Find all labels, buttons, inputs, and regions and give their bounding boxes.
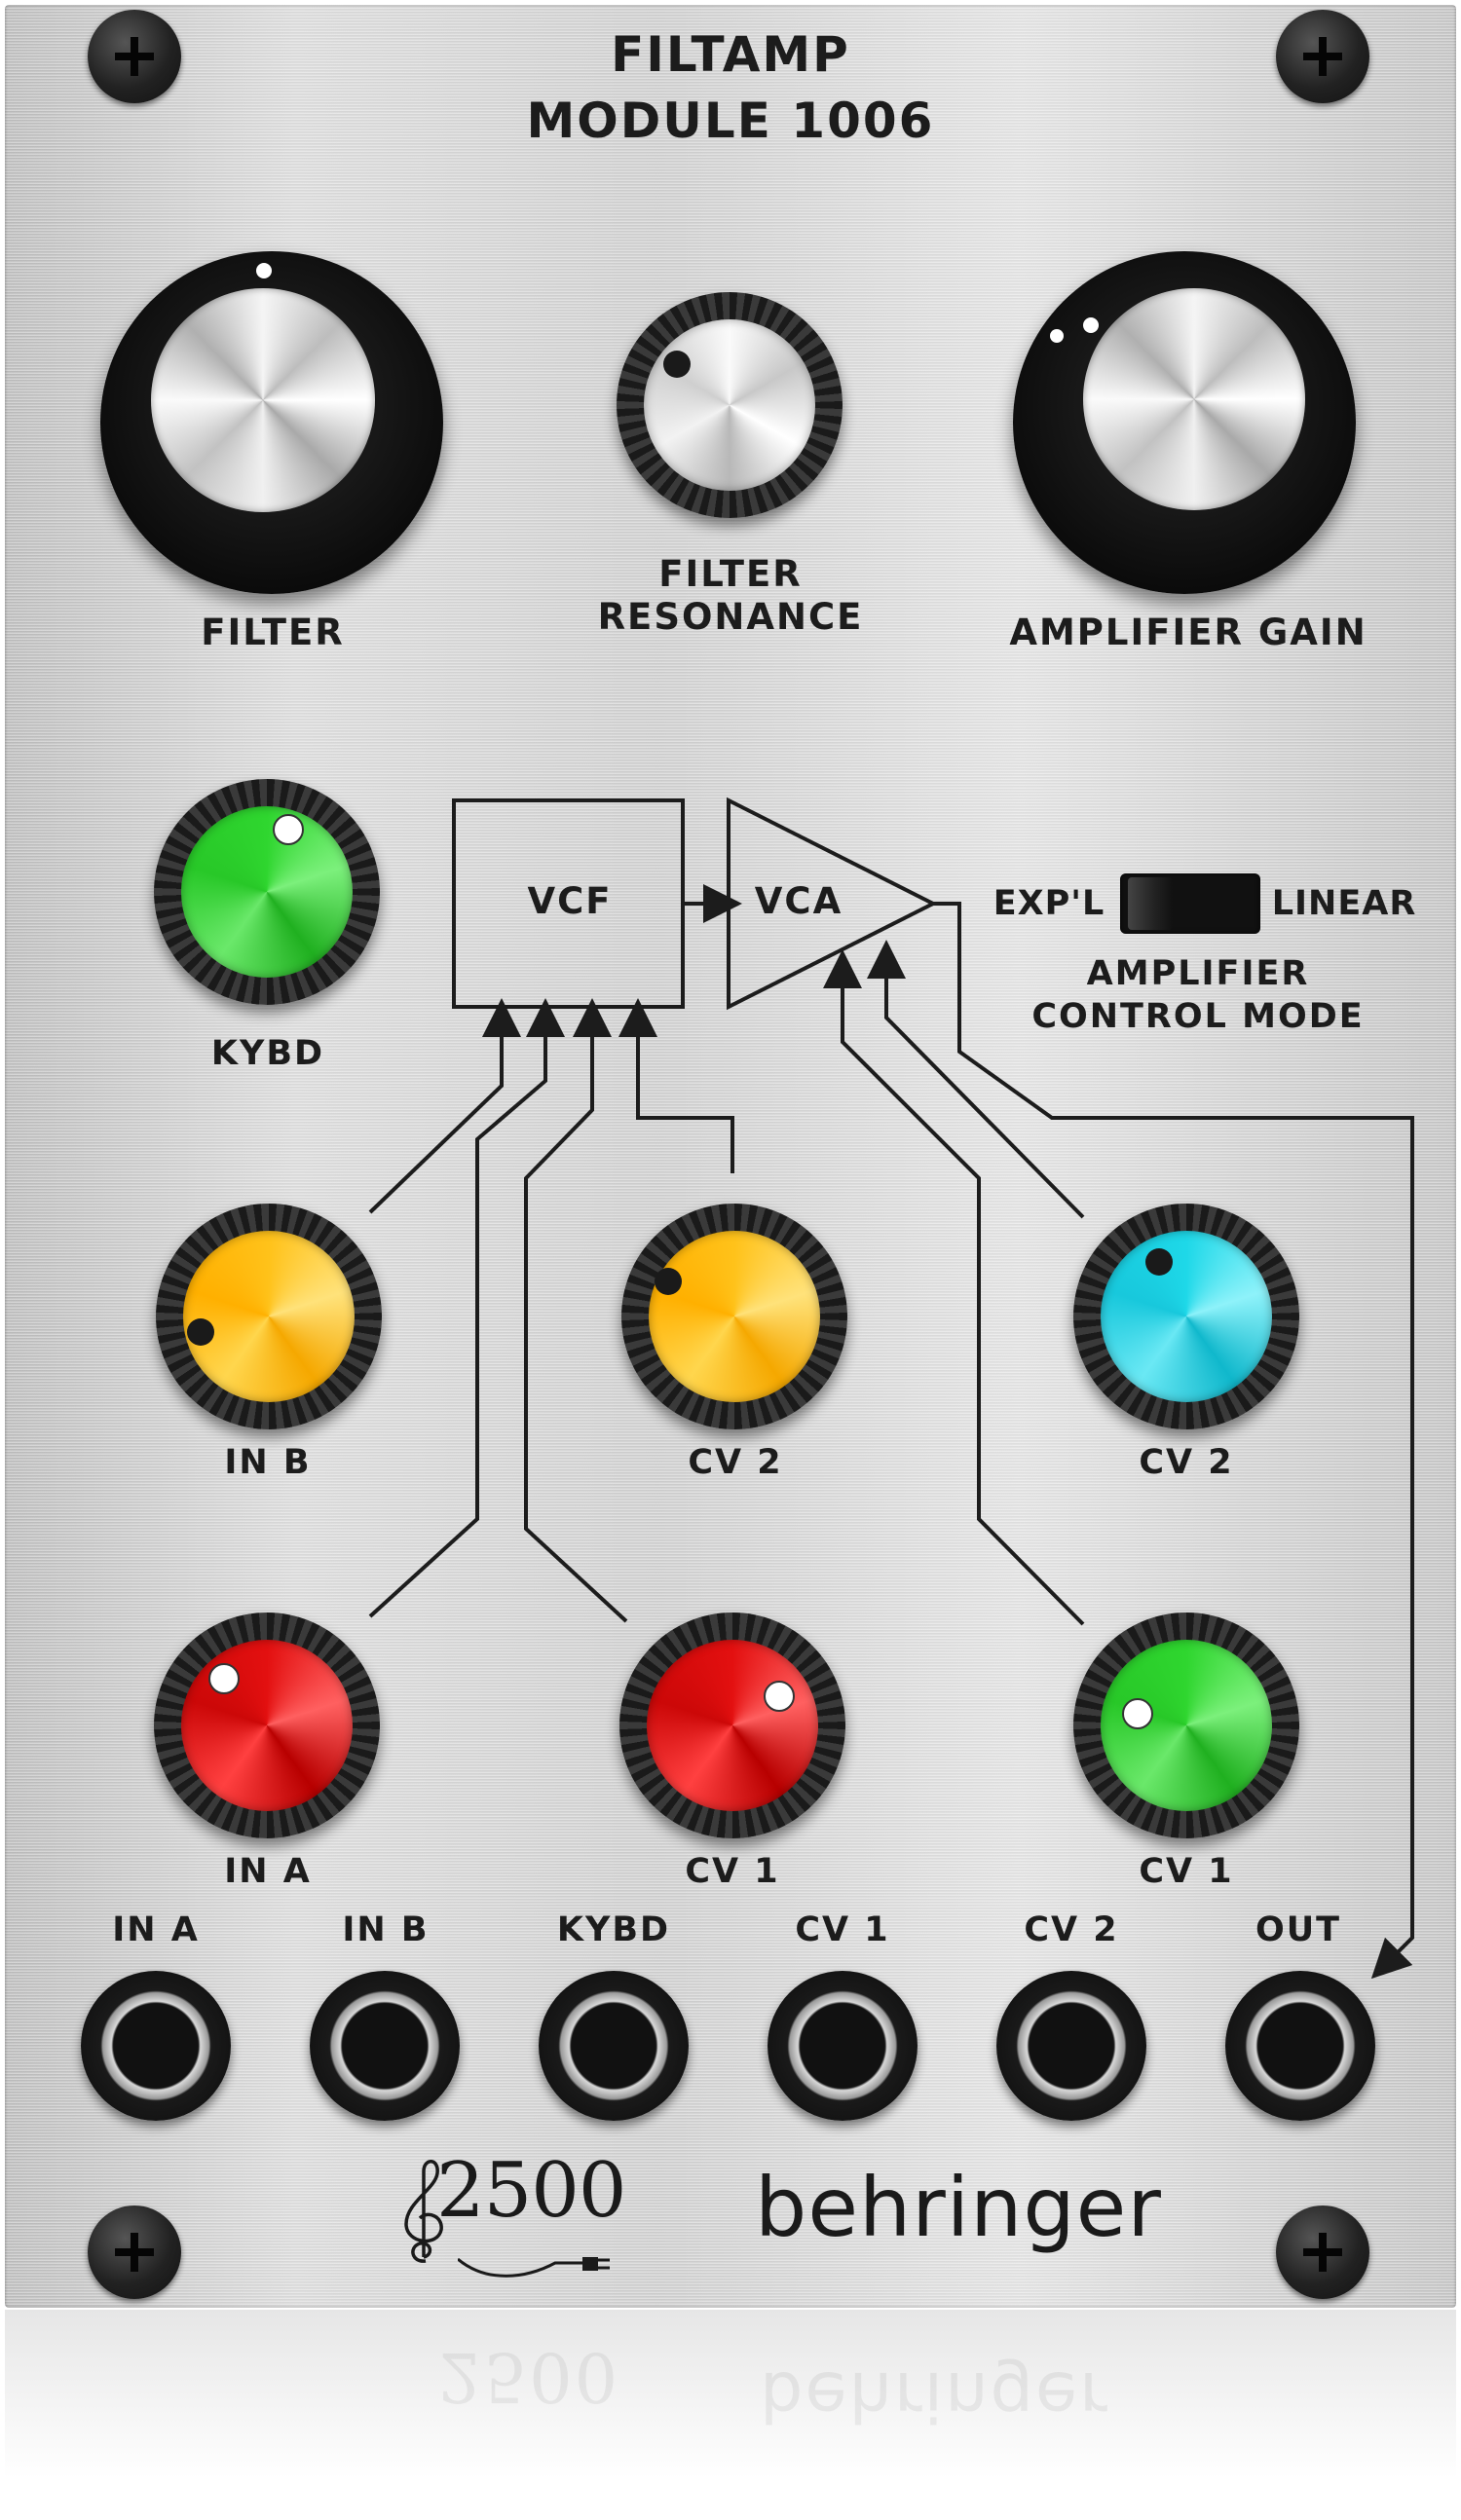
- cv1-amp-knob-label: CV 1: [1139, 1852, 1234, 1891]
- screw-bottom-left: [88, 2205, 181, 2299]
- kybd-knob-label: KYBD: [210, 1034, 325, 1073]
- filter-knob[interactable]: [100, 251, 443, 594]
- filter-resonance-knob[interactable]: [617, 292, 843, 518]
- filter-resonance-label: FILTER RESONANCE: [545, 553, 916, 639]
- switch-lever[interactable]: [1128, 877, 1173, 930]
- in-a-knob[interactable]: [154, 1612, 380, 1838]
- switch-title-2: CONTROL MODE: [1031, 997, 1365, 1036]
- cv2-amp-knob-label: CV 2: [1139, 1443, 1234, 1482]
- amplifier-gain-label: AMPLIFIER GAIN: [1009, 611, 1367, 653]
- jack-out[interactable]: [1225, 1971, 1375, 2121]
- jack-label-in-b: IN B: [342, 1910, 430, 1949]
- cv2-amp-knob[interactable]: [1073, 1204, 1299, 1429]
- switch-title-1: AMPLIFIER: [1086, 954, 1310, 993]
- screw-bottom-right: [1276, 2205, 1369, 2299]
- jack-in-a[interactable]: [81, 1971, 231, 2121]
- cable-plug-icon: [458, 2257, 610, 2278]
- jack-cv1[interactable]: [768, 1971, 918, 2121]
- vcf-label: VCF: [527, 880, 613, 922]
- cv2-filter-knob-label: CV 2: [688, 1443, 783, 1482]
- filter-label: FILTER: [201, 611, 345, 653]
- reflection-series: 2500: [438, 2337, 620, 2417]
- jack-label-out: OUT: [1255, 1910, 1342, 1949]
- title-line-1: FILTAMP: [611, 26, 850, 83]
- title-line-2: MODULE 1006: [526, 93, 935, 149]
- cv1-amp-knob[interactable]: [1073, 1612, 1299, 1838]
- switch-left-label: EXP'L: [993, 884, 1105, 923]
- jack-cv2[interactable]: [996, 1971, 1146, 2121]
- screw-top-right: [1276, 10, 1369, 103]
- switch-title: AMPLIFIER CONTROL MODE: [1003, 952, 1393, 1038]
- amplifier-control-mode-switch[interactable]: [1120, 873, 1260, 934]
- vca-label: VCA: [754, 880, 843, 922]
- jack-label-kybd: KYBD: [556, 1910, 671, 1949]
- module-title: FILTAMP MODULE 1006: [438, 21, 1023, 154]
- jack-kybd[interactable]: [539, 1971, 689, 2121]
- reflection-maker: behringer: [760, 2356, 1109, 2436]
- behringer-logo: behringer: [755, 2160, 1162, 2255]
- series-logo: 2500: [436, 2147, 627, 2235]
- amplifier-gain-knob[interactable]: [1013, 251, 1356, 594]
- in-b-knob[interactable]: [156, 1204, 382, 1429]
- panel-reflection: [5, 2310, 1456, 2520]
- jack-label-in-a: IN A: [112, 1910, 200, 1949]
- filter-resonance-label-2: RESONANCE: [597, 596, 864, 638]
- cv1-filter-knob[interactable]: [619, 1612, 845, 1838]
- jack-label-cv2: CV 2: [1024, 1910, 1119, 1949]
- switch-right-label: LINEAR: [1271, 884, 1417, 923]
- screw-top-left: [88, 10, 181, 103]
- in-b-knob-label: IN B: [224, 1443, 312, 1482]
- jack-label-cv1: CV 1: [795, 1910, 890, 1949]
- kybd-knob[interactable]: [154, 779, 380, 1005]
- in-a-knob-label: IN A: [224, 1852, 312, 1891]
- filter-resonance-label-1: FILTER: [658, 553, 803, 595]
- cv1-filter-knob-label: CV 1: [685, 1852, 780, 1891]
- cv2-filter-knob[interactable]: [621, 1204, 847, 1429]
- treble-clef-icon: [404, 2160, 443, 2263]
- jack-in-b[interactable]: [310, 1971, 460, 2121]
